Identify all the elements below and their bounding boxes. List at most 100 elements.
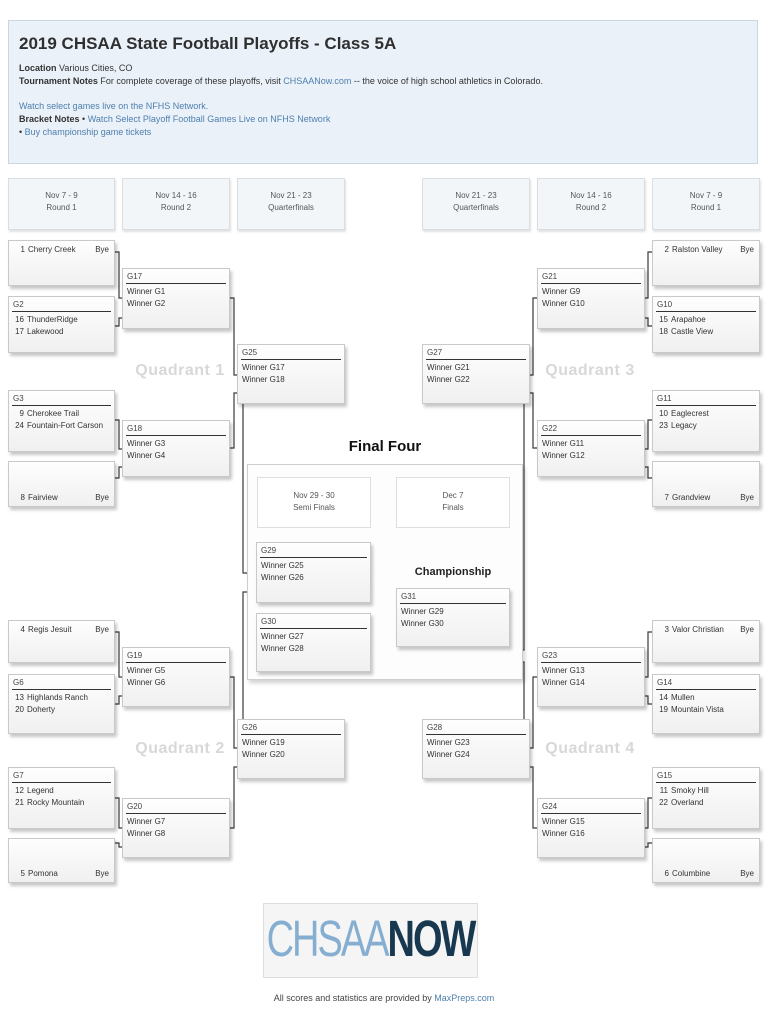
team-name: Lakewood: [27, 327, 64, 336]
chsaanow-link[interactable]: CHSAANow.com: [283, 76, 352, 86]
watch-playoff-games-link[interactable]: Watch Select Playoff Football Games Live…: [87, 114, 331, 124]
team-seed: 7: [664, 493, 669, 502]
team-name: Fountain-Fort Carson: [27, 421, 104, 430]
winner-placeholder-row: Winner G22: [423, 372, 529, 384]
location-label: Location: [19, 63, 57, 73]
game-number-label: G10: [656, 297, 756, 312]
round-name: Quarterfinals: [268, 203, 314, 212]
round-name: Semi Finals: [293, 503, 335, 512]
team-name: Smoky Hill: [671, 786, 709, 795]
winner-placeholder-row: Winner G1: [123, 284, 229, 296]
winner-placeholder-row: Winner G11: [538, 436, 644, 448]
bracket-notes-label: Bracket Notes: [19, 114, 80, 124]
winner-placeholder-row: Winner G18: [238, 372, 344, 384]
winner-placeholder-row: Winner G15: [538, 814, 644, 826]
team-name: Grandview: [672, 493, 711, 502]
team-name: Legacy: [671, 421, 697, 430]
bye-label: Bye: [95, 869, 109, 878]
team-name: Winner G25: [261, 561, 304, 570]
logo-chsaa-text: CHSAA: [266, 911, 390, 969]
winner-placeholder-row: Winner G25: [257, 558, 370, 570]
winner-placeholder-row: Winner G2: [123, 296, 229, 308]
game-number-label: G31: [400, 589, 506, 604]
championship-label: Championship: [414, 566, 492, 578]
team-name: Columbine: [672, 869, 711, 878]
game-number-label: G11: [656, 391, 756, 406]
team-name: Winner G13: [542, 666, 585, 675]
game-number-label: G3: [12, 391, 111, 406]
game-number-label: G2: [12, 297, 111, 312]
round-dates: Nov 7 - 9: [689, 191, 723, 200]
winner-placeholder-row: Winner G17: [238, 360, 344, 372]
team-name: Winner G16: [542, 829, 585, 838]
team-seed: 17: [15, 327, 24, 336]
team-seed: 12: [15, 786, 24, 795]
bullet: •: [19, 127, 23, 137]
team-seed: 5: [20, 869, 25, 878]
buy-tickets-link[interactable]: Buy championship game tickets: [24, 127, 152, 137]
round-dates: Nov 14 - 16: [570, 191, 612, 200]
team-name: Winner G26: [261, 573, 304, 582]
team-seed: 6: [664, 869, 669, 878]
winner-placeholder-row: Winner G13: [538, 663, 644, 675]
tournament-notes-text-post: -- the voice of high school athletics in…: [353, 76, 543, 86]
tournament-notes-label: Tournament Notes: [19, 76, 98, 86]
chsaa-now-logo[interactable]: CHSAANOW: [263, 903, 478, 978]
bye-label: Bye: [740, 245, 754, 254]
winner-placeholder-row: Winner G28: [257, 641, 370, 653]
team-seed: 15: [659, 315, 668, 324]
team-name: Winner G24: [427, 750, 470, 759]
team-name: Winner G6: [127, 678, 166, 687]
team-name: Arapahoe: [671, 315, 706, 324]
team-seed: 1: [20, 245, 25, 254]
maxpreps-link[interactable]: MaxPreps.com: [434, 993, 495, 1003]
team-name: Cherry Creek: [28, 245, 76, 254]
round-name: Round 1: [690, 203, 722, 212]
bye-label: Bye: [740, 493, 754, 502]
game-number-label: G20: [126, 799, 226, 814]
team-seed: 16: [15, 315, 24, 324]
bye-label: Bye: [740, 625, 754, 634]
team-name: Winner G8: [127, 829, 166, 838]
team-name: Winner G18: [242, 375, 285, 384]
round-dates: Dec 7: [442, 491, 464, 500]
team-name: Winner G15: [542, 817, 585, 826]
team-name: Winner G21: [427, 363, 470, 372]
winner-placeholder-row: Winner G3: [123, 436, 229, 448]
nfhs-network-link[interactable]: Watch select games live on the NFHS Netw…: [19, 101, 209, 111]
